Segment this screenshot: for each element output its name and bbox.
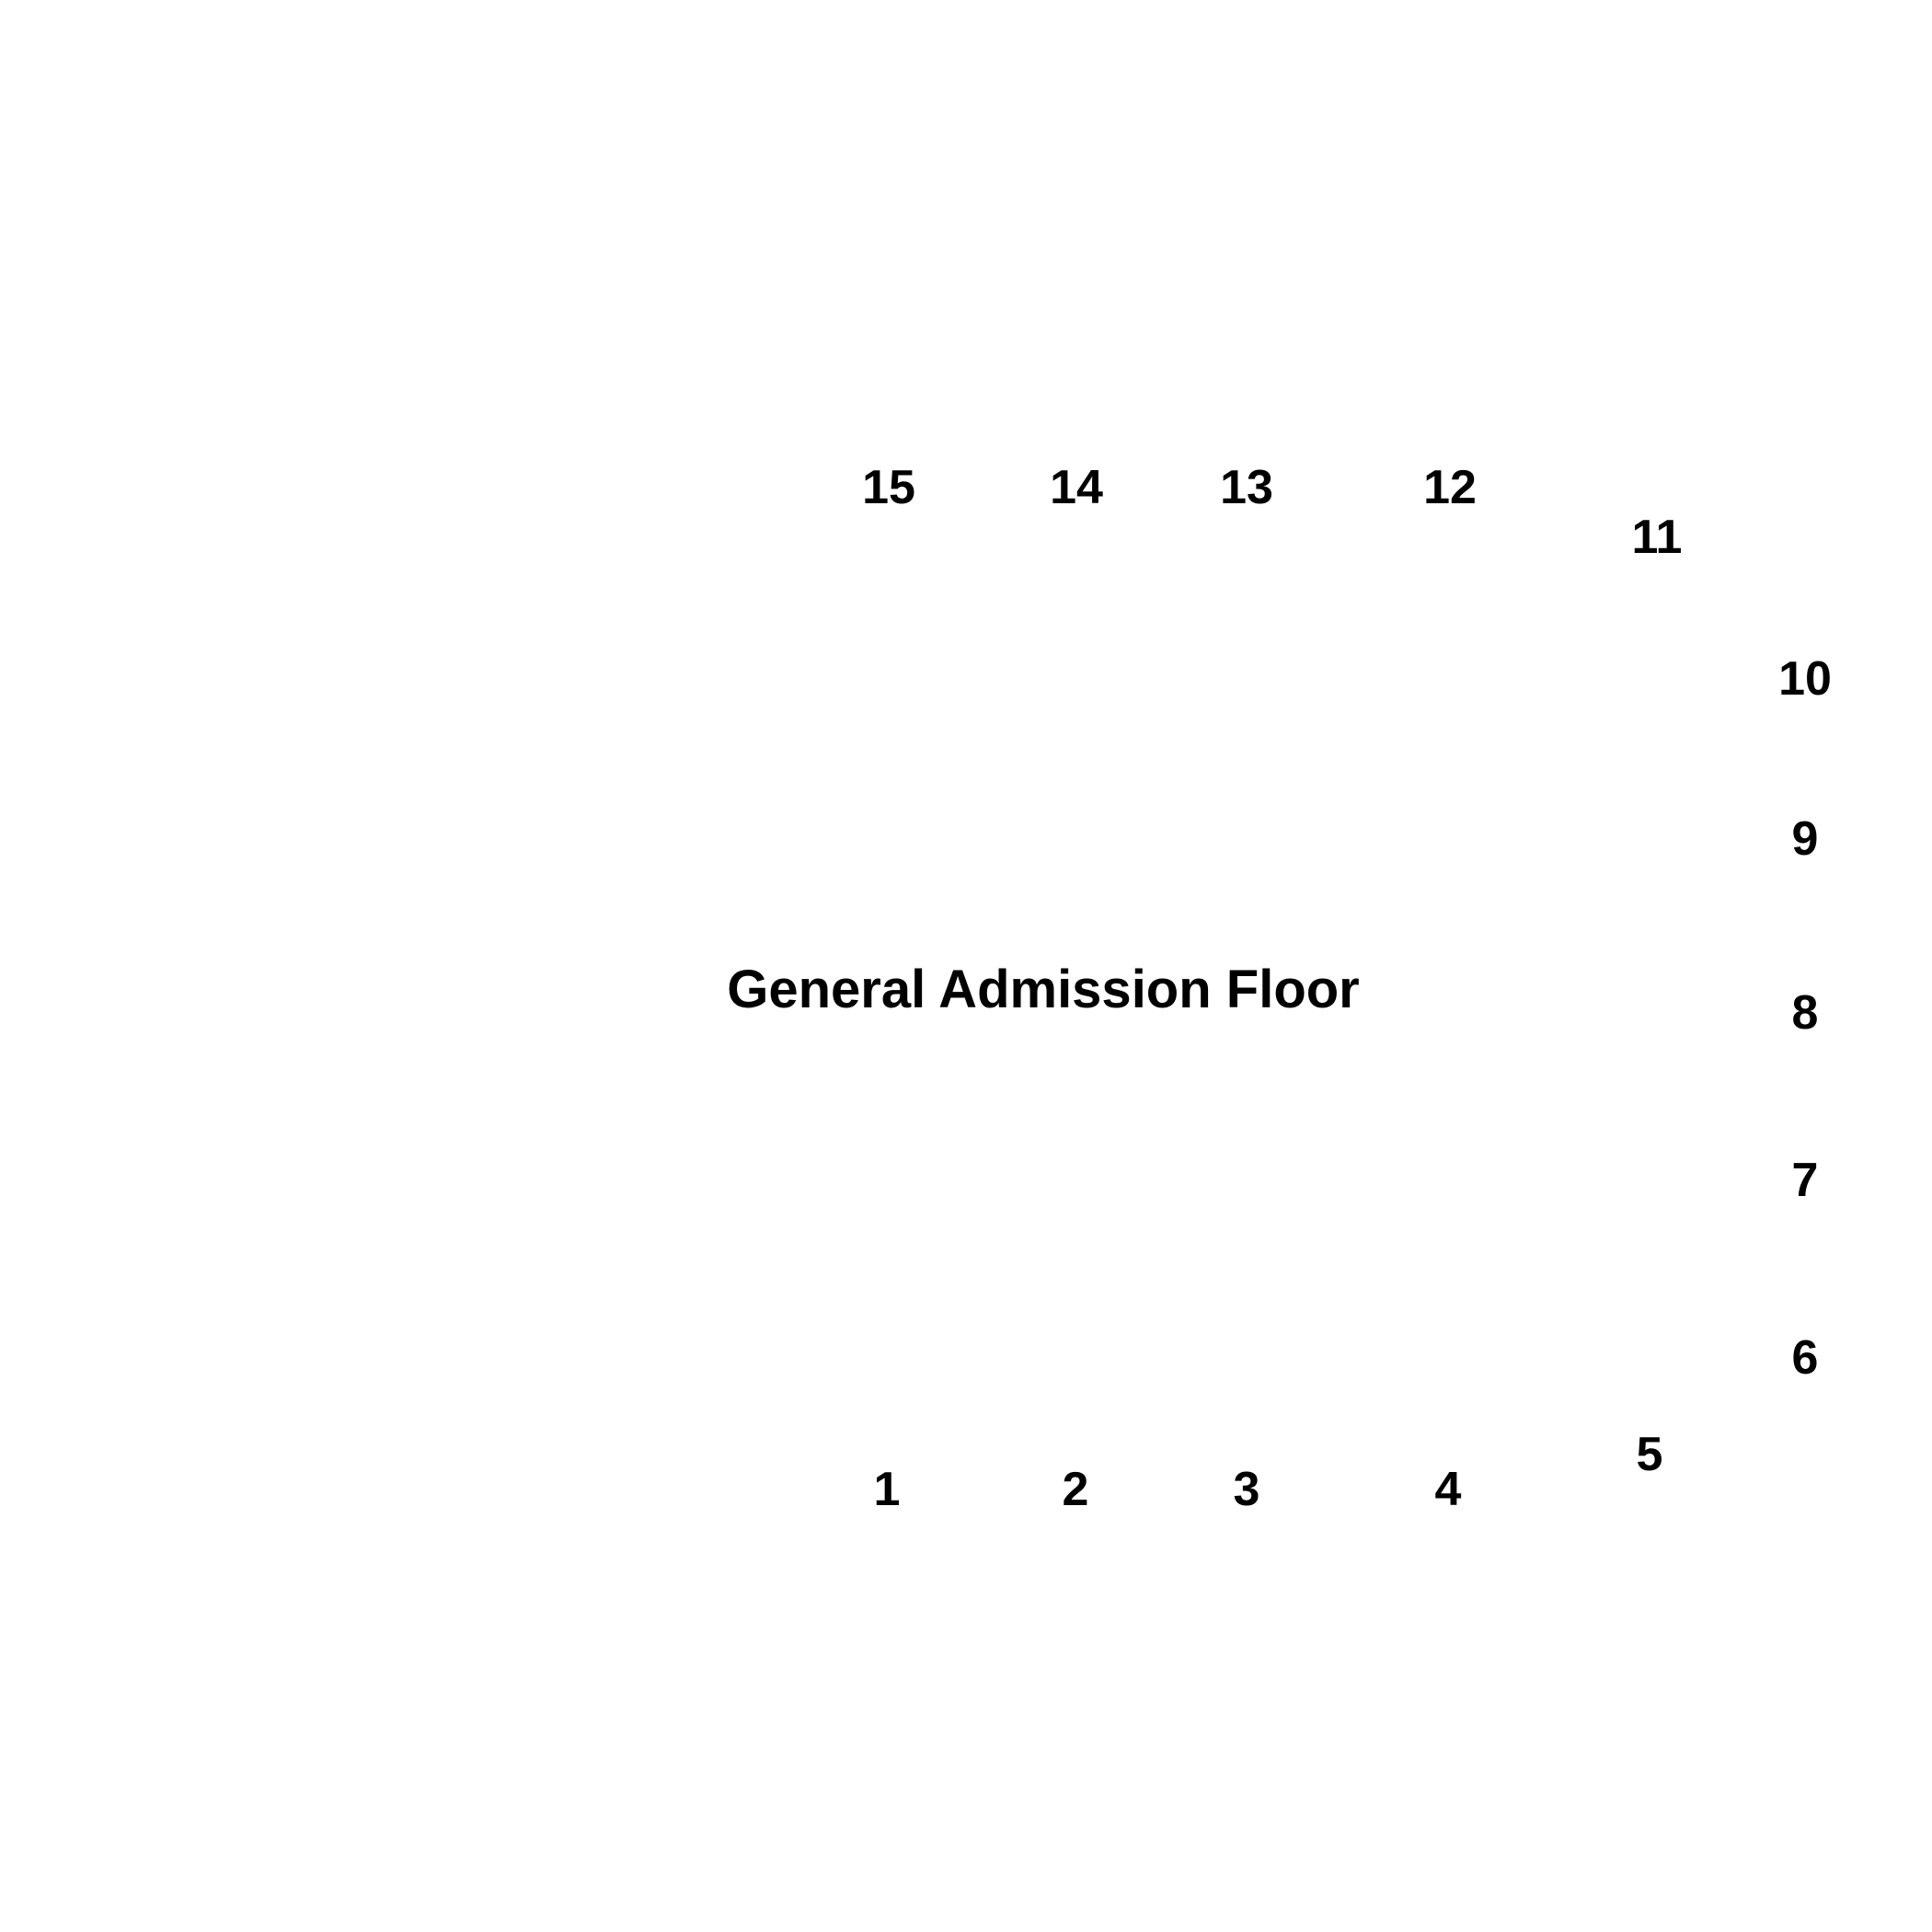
section-11-label[interactable]: 11 <box>1632 511 1683 564</box>
section-13-label[interactable]: 13 <box>1220 461 1273 514</box>
section-3-label[interactable]: 3 <box>1234 1463 1260 1516</box>
section-1-label[interactable]: 1 <box>874 1463 901 1516</box>
section-10-label[interactable]: 10 <box>1778 652 1832 706</box>
section-2-label[interactable]: 2 <box>1063 1463 1089 1516</box>
section-12-label[interactable]: 12 <box>1423 461 1477 514</box>
section-7-label[interactable]: 7 <box>1792 1154 1819 1207</box>
general-admission-floor-label[interactable]: General Admission Floor <box>727 960 1360 1019</box>
section-9-label[interactable]: 9 <box>1792 812 1819 866</box>
section-6-label[interactable]: 6 <box>1792 1331 1819 1385</box>
section-14-label[interactable]: 14 <box>1050 461 1103 514</box>
section-15-label[interactable]: 15 <box>862 461 915 514</box>
section-8-label[interactable]: 8 <box>1792 986 1819 1040</box>
section-4-label[interactable]: 4 <box>1435 1463 1462 1516</box>
section-5-label[interactable]: 5 <box>1637 1428 1663 1481</box>
